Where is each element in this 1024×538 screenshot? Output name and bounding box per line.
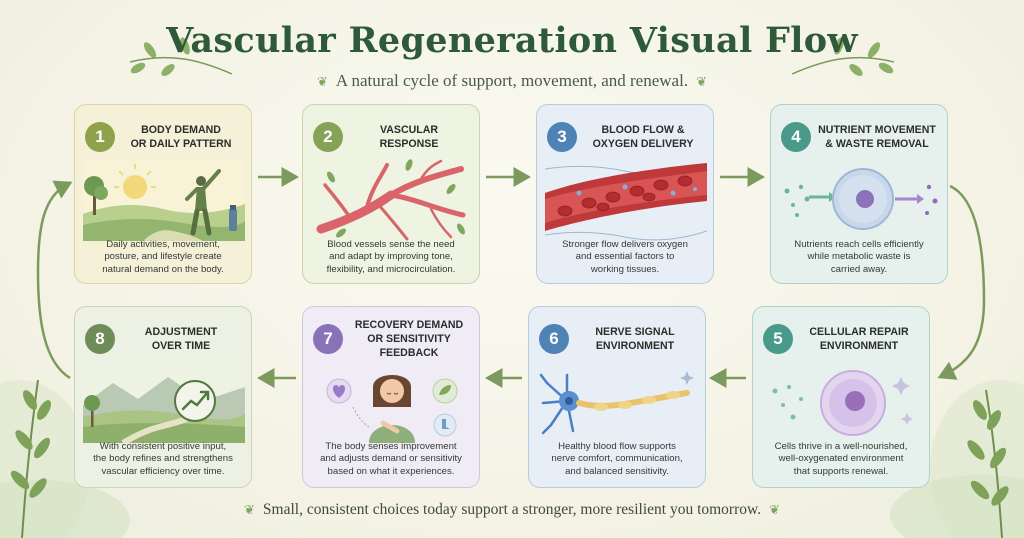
leaf-icon: ❦ bbox=[696, 74, 707, 89]
cellular-repair-illustration bbox=[772, 370, 913, 436]
step-number-badge: 2 bbox=[313, 122, 343, 152]
step-card-2: 2 VASCULAR RESPONSE bbox=[302, 104, 480, 284]
step-description-line: carried away. bbox=[830, 263, 888, 275]
step-number-badge: 6 bbox=[539, 324, 569, 354]
step-description-line: natural demand on the body. bbox=[102, 263, 224, 275]
recovery-feedback-illustration bbox=[326, 375, 458, 443]
step-title-line: RESPONSE bbox=[379, 138, 439, 150]
step-card-5: 5 CELLULAR REPAIR ENVIRONMENT Cells thri… bbox=[752, 306, 930, 488]
step-description: With consistent positive input, the body… bbox=[81, 441, 245, 478]
stretching-person-illustration bbox=[83, 159, 245, 241]
step-title: VASCULAR RESPONSE bbox=[343, 123, 471, 151]
step-title: BLOOD FLOW & OXYGEN DELIVERY bbox=[577, 123, 705, 151]
page-title: Vascular Regeneration Visual Flow bbox=[166, 20, 858, 61]
step-title: NUTRIENT MOVEMENT & WASTE REMOVAL bbox=[811, 123, 939, 151]
step-title-line: BLOOD FLOW & bbox=[601, 124, 685, 136]
step-title: RECOVERY DEMAND OR SENSITIVITY FEEDBACK bbox=[343, 318, 471, 360]
step-description-line: vascular efficiency over time. bbox=[101, 465, 225, 477]
step-number-badge: 5 bbox=[763, 324, 793, 354]
branching-vessel-illustration bbox=[316, 159, 466, 241]
step-card-1: 1 BODY DEMAND OR DAILY PATTERN bbox=[74, 104, 252, 284]
nerve-cell-illustration bbox=[539, 371, 694, 435]
step-title-line: NUTRIENT MOVEMENT bbox=[818, 124, 936, 136]
step-card-8: 8 ADJUSTMENT OVER TIME With consistent p… bbox=[74, 306, 252, 488]
step-description-line: The body senses improvement bbox=[325, 441, 457, 452]
step-description-line: Stronger flow delivers oxygen bbox=[562, 239, 688, 250]
step-title: CELLULAR REPAIR ENVIRONMENT bbox=[793, 325, 921, 353]
step-card-4: 4 NUTRIENT MOVEMENT & WASTE REMOVAL Nutr… bbox=[770, 104, 948, 284]
arrow-4-to-5 bbox=[937, 184, 986, 380]
arrow-8-to-1 bbox=[36, 180, 73, 380]
step-description-line: while metabolic waste is bbox=[807, 251, 911, 263]
step-description-line: that supports renewal. bbox=[793, 465, 889, 477]
step-description-line: and adjusts demand or sensitivity bbox=[320, 453, 462, 465]
step-description: Cells thrive in a well-nourished, well-o… bbox=[759, 441, 923, 478]
step-description-line: well-oxygenated environment bbox=[778, 453, 904, 465]
subtitle-text: A natural cycle of support, movement, an… bbox=[335, 71, 689, 90]
footer-text: Small, consistent choices today support … bbox=[262, 501, 762, 518]
step-card-6: 6 NERVE SIGNAL ENVIRONMENT Healthy blood… bbox=[528, 306, 706, 488]
step-description-line: Blood vessels sense the need bbox=[327, 239, 455, 250]
step-description-line: Daily activities, movement, bbox=[106, 239, 220, 250]
step-description: Blood vessels sense the need and adapt b… bbox=[309, 239, 473, 276]
landscape-progress-illustration bbox=[83, 361, 245, 443]
step-description-line: flexibility, and microcirculation. bbox=[326, 263, 456, 275]
step-title-line: ENVIRONMENT bbox=[595, 340, 675, 352]
step-description-line: With consistent positive input, bbox=[99, 441, 227, 452]
leaf-icon: ❦ bbox=[769, 502, 780, 517]
step-description-line: and adapt by improving tone, bbox=[329, 251, 453, 263]
step-description-line: working tissues. bbox=[590, 263, 660, 275]
step-title-line: OR SENSITIVITY FEEDBACK bbox=[367, 333, 451, 359]
step-number-badge: 7 bbox=[313, 324, 343, 354]
step-description: The body senses improvement and adjusts … bbox=[309, 441, 473, 478]
step-description-line: Healthy blood flow supports bbox=[558, 441, 676, 452]
step-description-line: Nutrients reach cells efficiently bbox=[794, 239, 924, 250]
step-number-badge: 1 bbox=[85, 122, 115, 152]
step-description-line: posture, and lifestyle create bbox=[104, 251, 222, 263]
step-description-line: Cells thrive in a well-nourished, bbox=[774, 441, 908, 452]
step-description-line: and balanced sensitivity. bbox=[565, 465, 669, 477]
step-title-line: RECOVERY DEMAND bbox=[354, 319, 464, 331]
step-title-line: & WASTE REMOVAL bbox=[825, 138, 929, 150]
step-title-line: ENVIRONMENT bbox=[819, 340, 899, 352]
step-title-line: VASCULAR bbox=[379, 124, 439, 136]
step-title-line: BODY DEMAND bbox=[141, 124, 221, 136]
step-description: Stronger flow delivers oxygen and essent… bbox=[543, 239, 707, 276]
step-title-line: OR DAILY PATTERN bbox=[130, 138, 232, 150]
step-description: Healthy blood flow supports nerve comfor… bbox=[535, 441, 699, 478]
step-description-line: the body refines and strengthens bbox=[93, 453, 233, 465]
step-title-line: NERVE SIGNAL bbox=[595, 326, 675, 338]
leaf-icon: ❦ bbox=[244, 502, 255, 517]
step-title-line: ADJUSTMENT bbox=[144, 326, 218, 338]
step-description-line: and essential factors to bbox=[575, 251, 675, 263]
footer-tagline: ❦ Small, consistent choices today support… bbox=[0, 501, 1024, 519]
step-number-badge: 4 bbox=[781, 122, 811, 152]
step-title-line: CELLULAR REPAIR bbox=[809, 326, 909, 338]
step-card-3: 3 BLOOD FLOW & OXYGEN DELIVERY Stronger … bbox=[536, 104, 714, 284]
step-number-badge: 3 bbox=[547, 122, 577, 152]
step-card-7: 7 RECOVERY DEMAND OR SENSITIVITY FEEDBAC… bbox=[302, 306, 480, 488]
step-description: Daily activities, movement, posture, and… bbox=[81, 239, 245, 276]
step-number-badge: 8 bbox=[85, 324, 115, 354]
step-title: BODY DEMAND OR DAILY PATTERN bbox=[115, 123, 243, 151]
cell-nutrient-exchange-illustration bbox=[784, 168, 938, 230]
step-title-line: OVER TIME bbox=[151, 340, 211, 352]
page-subtitle: ❦ A natural cycle of support, movement, a… bbox=[0, 71, 1024, 91]
step-title: ADJUSTMENT OVER TIME bbox=[115, 325, 243, 353]
step-title: NERVE SIGNAL ENVIRONMENT bbox=[569, 325, 697, 353]
step-description: Nutrients reach cells efficiently while … bbox=[777, 239, 941, 276]
step-description-line: based on what it experiences. bbox=[327, 465, 455, 477]
leaf-icon: ❦ bbox=[317, 74, 328, 89]
step-title-line: OXYGEN DELIVERY bbox=[592, 138, 694, 150]
blood-vessel-flow-illustration bbox=[545, 163, 707, 241]
step-description-line: nerve comfort, communication, bbox=[551, 453, 683, 465]
